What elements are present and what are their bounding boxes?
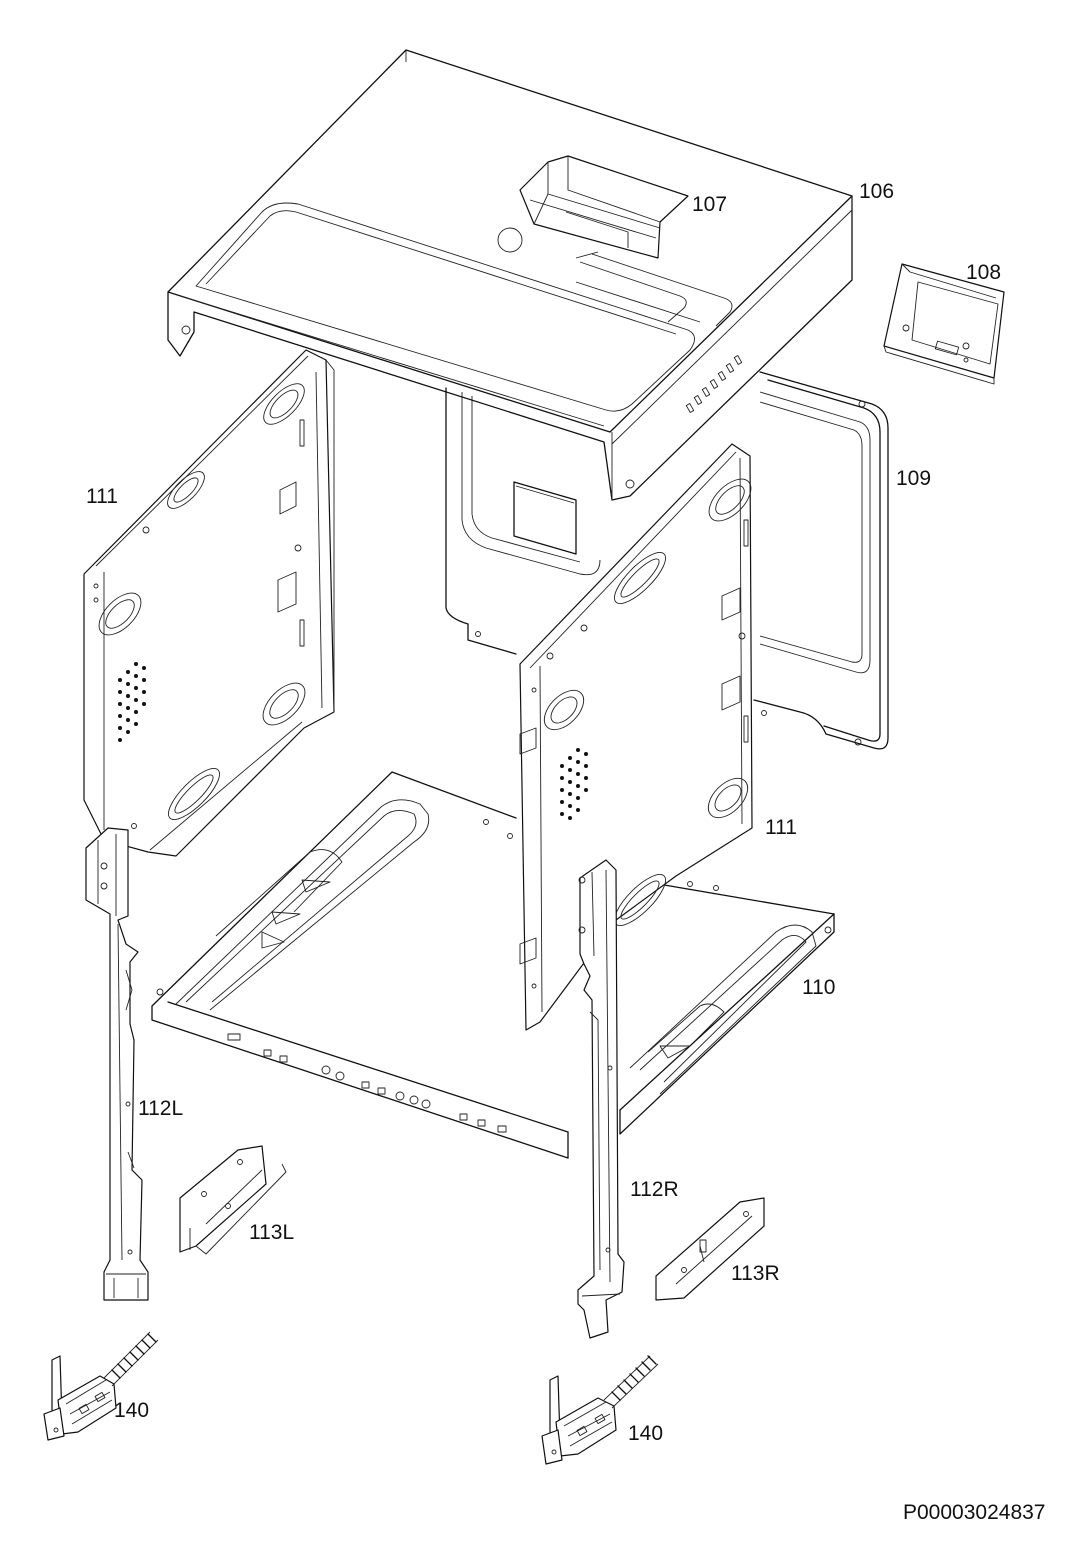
inner-back-wall [445,387,601,655]
drawing-code: P00003024837 [903,1501,1046,1524]
label-106: 106 [859,180,895,203]
rail-112L [85,827,149,1301]
control-box-108 [883,263,1005,385]
label-108: 108 [966,261,1002,284]
label-113L: 113L [249,1221,295,1244]
label-112R: 112R [630,1178,679,1201]
side-panel-right-111 [519,443,753,1031]
label-111-left: 111 [86,485,118,508]
label-110: 110 [802,976,836,999]
label-112L: 112L [138,1097,184,1120]
plate-113L [179,1145,287,1255]
hinge-140-left [43,1331,159,1441]
base-frame-110 [151,771,835,1159]
label-113R: 113R [731,1262,780,1285]
top-panel-106 [167,49,853,501]
hinge-140-right [541,1355,659,1465]
side-panel-left-111 [83,349,335,857]
top-bracket-107 [519,155,689,259]
plate-113R [655,1197,765,1301]
back-panel-109 [753,371,889,750]
label-140-left: 140 [114,1399,150,1422]
label-111-right: 111 [765,816,797,839]
label-109: 109 [896,467,932,490]
rail-112R [577,859,625,1339]
label-107: 107 [692,193,728,216]
label-140-right: 140 [628,1422,664,1445]
